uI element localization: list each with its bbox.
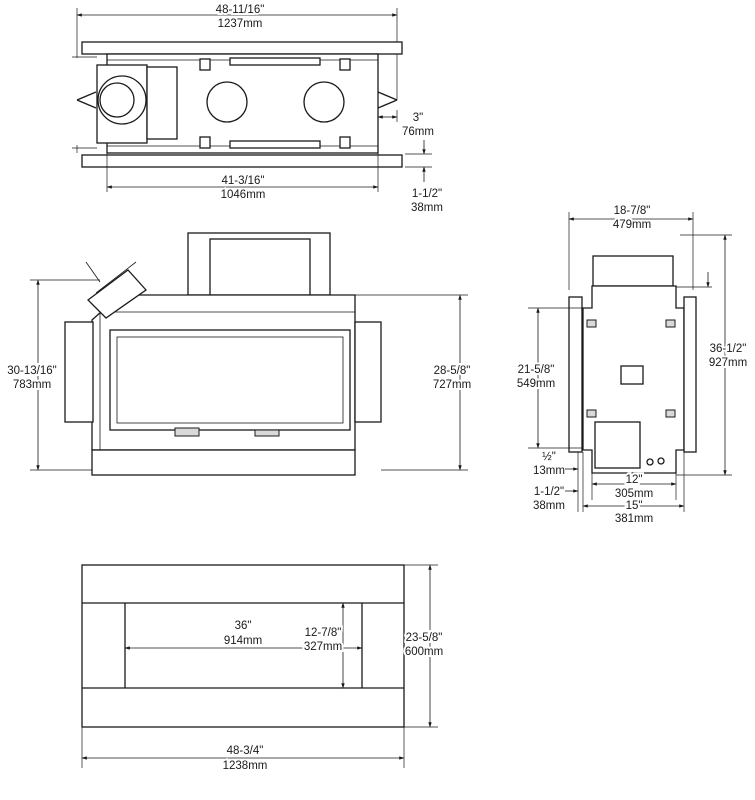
front-overall-height-in: 30-13/16" xyxy=(7,365,56,377)
side-base-width-in: 12" xyxy=(626,474,643,486)
side-rail-height-in: 21-5/8" xyxy=(518,364,555,376)
surround-outer xyxy=(81,564,405,728)
top-overall-width-in: 48-11/16" xyxy=(216,4,265,16)
side-overall-height-in: 36-1/2" xyxy=(710,343,747,355)
side-rail-height-mm: 549mm xyxy=(517,378,555,390)
surround-width-in: 48-3/4" xyxy=(227,745,264,757)
side-top-width-mm: 479mm xyxy=(613,219,651,231)
right-rail xyxy=(683,296,697,453)
top-view: 48-11/16" 1237mm 3" 76mm 41-3/16" 1046mm xyxy=(72,2,443,214)
side-overall-width-mm: 381mm xyxy=(615,513,653,525)
base xyxy=(91,449,356,476)
bottom-flange xyxy=(81,154,403,168)
surround-width-mm: 1238mm xyxy=(223,760,268,772)
side-flange-in: 1-1/2" xyxy=(534,486,564,498)
control-box xyxy=(594,421,641,469)
gas-valve xyxy=(620,365,644,385)
side-top-box xyxy=(592,255,674,287)
side-flange-mm: 38mm xyxy=(533,500,565,512)
top-flange-mm: 38mm xyxy=(411,202,443,214)
side-view: 18-7/8" 479mm 36-1/2" 927mm 21-5/8" 549m… xyxy=(515,203,749,527)
opening-width-mm: 914mm xyxy=(224,635,262,647)
front-overall-height-mm: 783mm xyxy=(13,379,51,391)
opening-height-mm: 327mm xyxy=(304,641,342,653)
top-overall-width-mm: 1237mm xyxy=(218,18,263,30)
top-flange xyxy=(81,41,403,55)
top-offset-in: 3" xyxy=(413,112,423,124)
knockout-right xyxy=(303,81,345,123)
front-body-height-mm: 727mm xyxy=(433,379,471,391)
viewing-opening xyxy=(124,602,363,689)
side-overall-height-mm: 927mm xyxy=(709,357,747,369)
top-body-width-mm: 1046mm xyxy=(221,189,266,201)
side-half-inch-in: ½" xyxy=(542,451,556,463)
surround-view: 36" 914mm 12-7/8" 327mm 23-5/8" 600mm 48… xyxy=(81,564,445,774)
knockout-left xyxy=(206,81,248,123)
front-view: 30-13/16" 783mm 28-5/8" 727mm xyxy=(5,232,473,476)
left-side-panel xyxy=(64,321,94,423)
left-rail xyxy=(568,296,583,453)
side-half-inch-mm: 13mm xyxy=(533,465,565,477)
right-side-panel xyxy=(354,321,382,423)
side-top-width-in: 18-7/8" xyxy=(614,205,651,217)
surround-height-mm: 600mm xyxy=(405,646,443,658)
top-flange-in: 1-1/2" xyxy=(412,188,442,200)
flue-pipe xyxy=(87,269,147,319)
side-base-width-mm: 305mm xyxy=(615,488,653,500)
opening-height-in: 12-7/8" xyxy=(305,627,342,639)
opening-width-in: 36" xyxy=(235,620,252,632)
surround-height-in: 23-5/8" xyxy=(406,632,443,644)
front-body-height-in: 28-5/8" xyxy=(434,365,471,377)
glass-opening xyxy=(109,329,351,431)
top-body-width-in: 41-3/16" xyxy=(221,175,264,187)
side-overall-width-in: 15" xyxy=(626,500,643,512)
top-offset-mm: 76mm xyxy=(402,126,434,138)
